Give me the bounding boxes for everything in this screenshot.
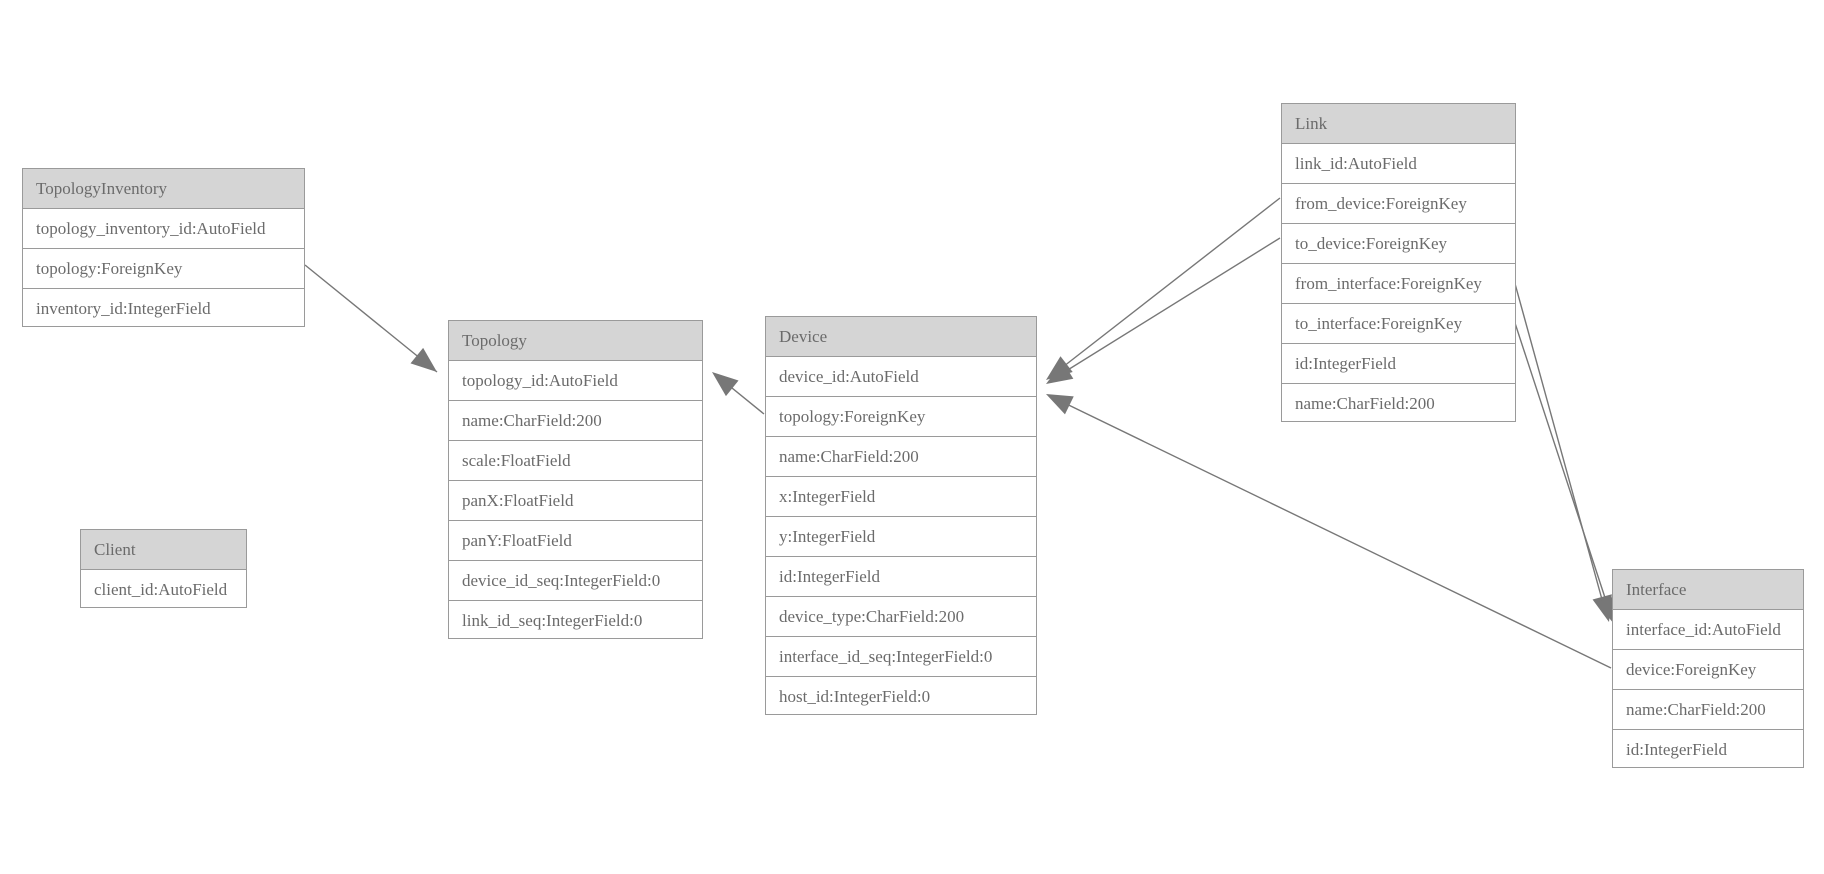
- relation-line: [1049, 395, 1612, 669]
- entity-field[interactable]: scale:FloatField: [449, 441, 702, 481]
- entity-fields-client: client_id:AutoField: [81, 570, 246, 610]
- entity-field[interactable]: topology:ForeignKey: [23, 249, 304, 289]
- entity-field[interactable]: id:IntegerField: [766, 557, 1036, 597]
- relation-arrowhead-icon: [1592, 594, 1612, 622]
- entity-field[interactable]: host_id:IntegerField:0: [779, 687, 931, 706]
- relation-interface-device: [1046, 394, 1612, 669]
- entity-field[interactable]: link_id_seq:IntegerField:0: [462, 611, 643, 630]
- entity-title-topology_inventory: TopologyInventory: [23, 169, 304, 209]
- relation-line: [1513, 279, 1607, 615]
- entity-title-device: Device: [766, 317, 1036, 357]
- entity-field[interactable]: y:IntegerField: [766, 517, 1036, 557]
- relation-topologyinventory-topology: [304, 264, 438, 373]
- relation-line: [1049, 237, 1281, 382]
- entity-field[interactable]: device_id_seq:IntegerField:0: [449, 561, 702, 601]
- relation-line: [304, 264, 438, 373]
- entity-field[interactable]: name:CharField:200: [1295, 394, 1435, 413]
- relation-line: [1049, 197, 1281, 378]
- entity-field[interactable]: panX:FloatField: [449, 481, 702, 521]
- entity-field[interactable]: topology_inventory_id:AutoField: [23, 209, 304, 249]
- entity-field[interactable]: from_device:ForeignKey: [1282, 184, 1515, 224]
- entity-field[interactable]: topology_id:AutoField: [449, 361, 702, 401]
- entity-title-topology: Topology: [449, 321, 702, 361]
- relation-link-to-interface: [1513, 319, 1616, 624]
- entity-field[interactable]: device_id:AutoField: [766, 357, 1036, 397]
- entity-field[interactable]: interface_id_seq:IntegerField:0: [766, 637, 1036, 677]
- entity-field[interactable]: id:IntegerField: [1282, 344, 1515, 384]
- entity-field[interactable]: to_interface:ForeignKey: [1282, 304, 1515, 344]
- entity-client[interactable]: Client client_id:AutoField: [80, 529, 247, 608]
- entity-field[interactable]: inventory_id:IntegerField: [36, 299, 211, 318]
- entity-field[interactable]: interface_id:AutoField: [1613, 610, 1803, 650]
- entity-field[interactable]: client_id:AutoField: [94, 580, 228, 599]
- entity-field[interactable]: name:CharField:200: [766, 437, 1036, 477]
- relation-line: [1513, 319, 1612, 617]
- entity-title-client: Client: [81, 530, 246, 570]
- relation-line: [715, 374, 765, 415]
- entity-field[interactable]: to_device:ForeignKey: [1282, 224, 1515, 264]
- relation-link-from-interface: [1513, 279, 1612, 622]
- entity-field[interactable]: name:CharField:200: [1613, 690, 1803, 730]
- entity-field[interactable]: panY:FloatField: [449, 521, 702, 561]
- relation-arrowhead-icon: [1046, 361, 1074, 384]
- entity-field[interactable]: name:CharField:200: [449, 401, 702, 441]
- entity-title-link: Link: [1282, 104, 1515, 144]
- relation-device-topology: [712, 372, 765, 415]
- entity-field[interactable]: id:IntegerField: [1626, 740, 1728, 759]
- relation-arrowhead-icon: [1046, 394, 1074, 415]
- entity-field[interactable]: device_type:CharField:200: [766, 597, 1036, 637]
- entity-field[interactable]: x:IntegerField: [766, 477, 1036, 517]
- relation-link-to-device: [1046, 237, 1281, 384]
- entity-title-interface: Interface: [1613, 570, 1803, 610]
- relation-arrowhead-icon: [1046, 356, 1073, 380]
- entity-field[interactable]: from_interface:ForeignKey: [1282, 264, 1515, 304]
- entity-field[interactable]: device:ForeignKey: [1613, 650, 1803, 690]
- entity-field[interactable]: topology:ForeignKey: [766, 397, 1036, 437]
- relation-link-from-device: [1046, 197, 1281, 380]
- entity-field[interactable]: link_id:AutoField: [1282, 144, 1515, 184]
- relation-arrowhead-icon: [410, 347, 437, 372]
- relation-arrowhead-icon: [712, 372, 739, 397]
